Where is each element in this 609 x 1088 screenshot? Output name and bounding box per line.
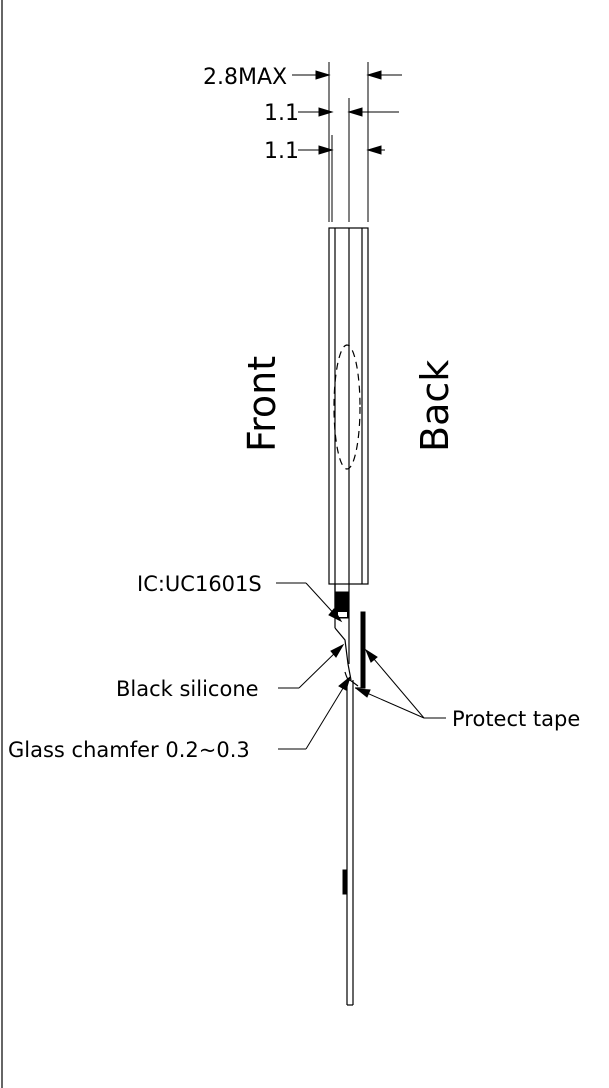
fpc-stiffener <box>342 869 348 895</box>
black-silicone-leader <box>298 647 341 689</box>
protect-tape-arrow <box>355 688 371 698</box>
protect-tape-leader <box>359 689 425 719</box>
front-label: Front <box>240 356 284 452</box>
black-silicone-label: Black silicone <box>116 677 259 701</box>
dim-layer-1: 1.1 <box>264 101 299 126</box>
protect-tape-arrow <box>364 648 378 663</box>
lower-assembly <box>334 584 366 1006</box>
dim-arrow <box>318 107 334 117</box>
ic-chip-inner <box>338 612 347 617</box>
hidden-area-ellipse <box>333 344 361 470</box>
black-silicone-outline <box>334 627 352 681</box>
glass-chamfer-leader <box>305 679 349 750</box>
ic-callout-label: IC:UC1601S <box>137 572 262 596</box>
protect-tape-leader <box>367 651 425 719</box>
ic-leader-arrow <box>328 608 343 623</box>
dim-total-thickness: 2.8MAX <box>203 65 287 90</box>
dim-arrow <box>366 70 382 80</box>
black-silicone-arrow <box>330 643 345 658</box>
protect-tape-back <box>360 611 366 689</box>
dim-arrow <box>315 70 331 80</box>
dimension-group: 2.8MAX 1.1 1.1 <box>203 62 402 222</box>
glass-panel <box>328 227 369 616</box>
dim-arrow <box>366 145 382 155</box>
glass-chamfer-label: Glass chamfer 0.2~0.3 <box>8 738 250 762</box>
ic-chip <box>335 591 349 619</box>
callouts: IC:UC1601S Black silicone Glass chamfer … <box>8 572 580 762</box>
dim-arrow <box>318 145 334 155</box>
glass-chamfer-arrow <box>338 675 351 691</box>
dim-layer-2: 1.1 <box>264 139 299 164</box>
back-label: Back <box>413 360 457 452</box>
protect-tape-label: Protect tape <box>452 707 580 731</box>
dim-arrow <box>347 107 363 117</box>
